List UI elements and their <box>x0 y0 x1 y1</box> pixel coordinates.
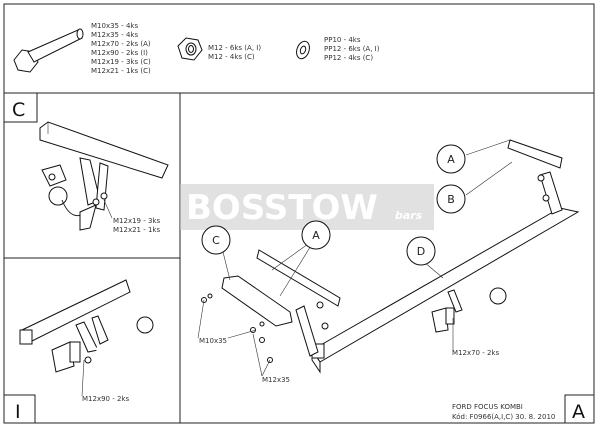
panel-c-callout: M12x19 - 3ks <box>113 217 160 225</box>
watermark-brand: BOSSTOW <box>186 188 378 228</box>
bolt-icon <box>13 28 84 73</box>
callout-circle-c <box>201 225 231 255</box>
panel-c-label-box <box>3 92 38 123</box>
panel-i-label-box <box>3 394 36 424</box>
panel-i-label: I <box>15 401 21 423</box>
bolt-spec: M12x90 - 2ks (I) <box>91 49 148 57</box>
bolt-spec: M10x35 - 4ks <box>91 22 138 30</box>
bolt-spec: M12x19 - 3ks (C) <box>91 58 151 66</box>
nut-spec: M12 - 4ks (C) <box>208 53 255 61</box>
watermark-band <box>180 184 434 230</box>
m12x70-callout: M12x70 - 2ks <box>452 349 499 357</box>
bolt-spec: M12x21 - 1ks (C) <box>91 67 151 75</box>
leader-lines <box>197 139 513 377</box>
panel-i-callout: M12x90 - 2ks <box>82 395 129 403</box>
main-label-box <box>564 394 595 424</box>
m12x35-callout: M12x35 <box>262 376 290 384</box>
footer-model: FORD FOCUS KOMBI <box>452 403 523 411</box>
m10x35-callout: M10x35 <box>199 337 227 345</box>
callout-letter-d: D <box>417 245 425 258</box>
callout-circle-d <box>406 236 436 266</box>
main-label: A <box>572 401 585 423</box>
bosstow-watermark: BOSSTOW bars <box>180 184 434 230</box>
callout-letter-a: A <box>447 153 455 166</box>
washer-spec: PP12 - 4ks (C) <box>324 54 373 62</box>
main-towbar-drawing <box>201 139 580 374</box>
nut-spec: M12 - 6ks (A, I) <box>208 44 261 52</box>
washer-spec: PP12 - 6ks (A, I) <box>324 45 380 53</box>
footer-code: Kód: F0966(A,I,C) 30. 8. 2010 <box>452 413 555 421</box>
panel-i-towbar-drawing <box>19 279 154 397</box>
outer-frame <box>3 3 595 424</box>
washer-icon <box>296 40 310 60</box>
bolt-spec: M12x70 - 2ks (A) <box>91 40 151 48</box>
panel-c-towbar-drawing <box>39 121 169 231</box>
washer-spec: PP10 - 4ks <box>324 36 361 44</box>
callout-letter-a2: A <box>312 229 320 242</box>
callout-letter-b: B <box>447 193 455 206</box>
panel-c-callout: M12x21 - 1ks <box>113 226 160 234</box>
callout-letter-c: C <box>212 234 220 247</box>
panel-c-label: C <box>12 99 25 121</box>
callout-circles: A B C A D <box>201 144 466 266</box>
nut-icon <box>177 37 203 61</box>
bolt-spec: M12x35 - 4ks <box>91 31 138 39</box>
callout-circle-a2 <box>301 220 331 250</box>
callout-circle-b <box>436 184 466 214</box>
watermark-suffix: bars <box>395 209 423 222</box>
bolt-list: M10x35 - 4ks M12x35 - 4ks M12x70 - 2ks (… <box>91 22 151 75</box>
callout-circle-a <box>436 144 466 174</box>
